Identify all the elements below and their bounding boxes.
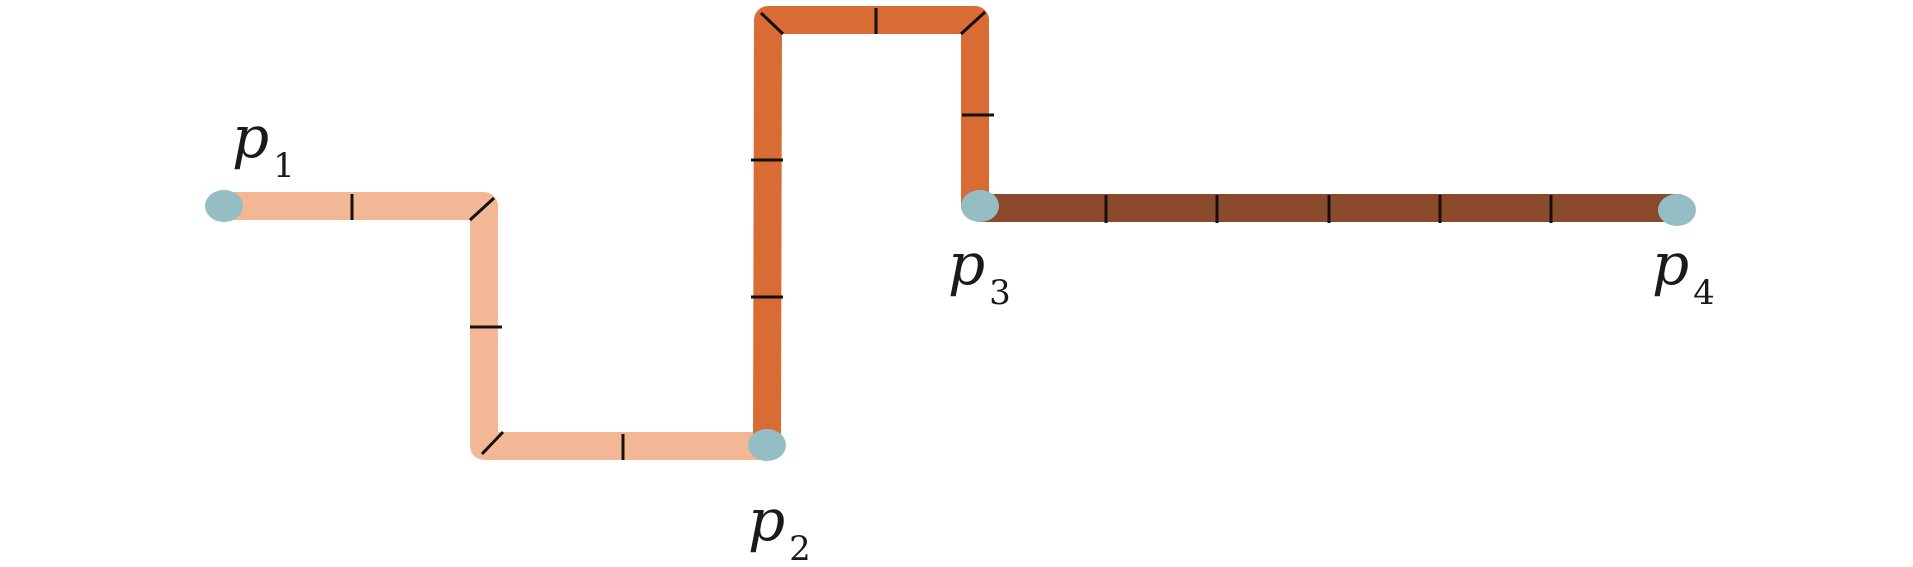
tick-mark — [468, 196, 496, 222]
segment-1-ticks — [350, 194, 625, 460]
point-p1 — [205, 190, 243, 222]
tick-mark — [759, 11, 785, 36]
segment-2-ticks — [751, 8, 994, 299]
point-p3 — [961, 190, 999, 222]
tick-mark — [959, 10, 987, 36]
tick-mark — [480, 430, 505, 456]
segment-p2-p3 — [753, 6, 989, 460]
point-p4 — [1658, 194, 1696, 226]
point-p2 — [748, 429, 786, 461]
segment-3-ticks — [1104, 195, 1553, 223]
